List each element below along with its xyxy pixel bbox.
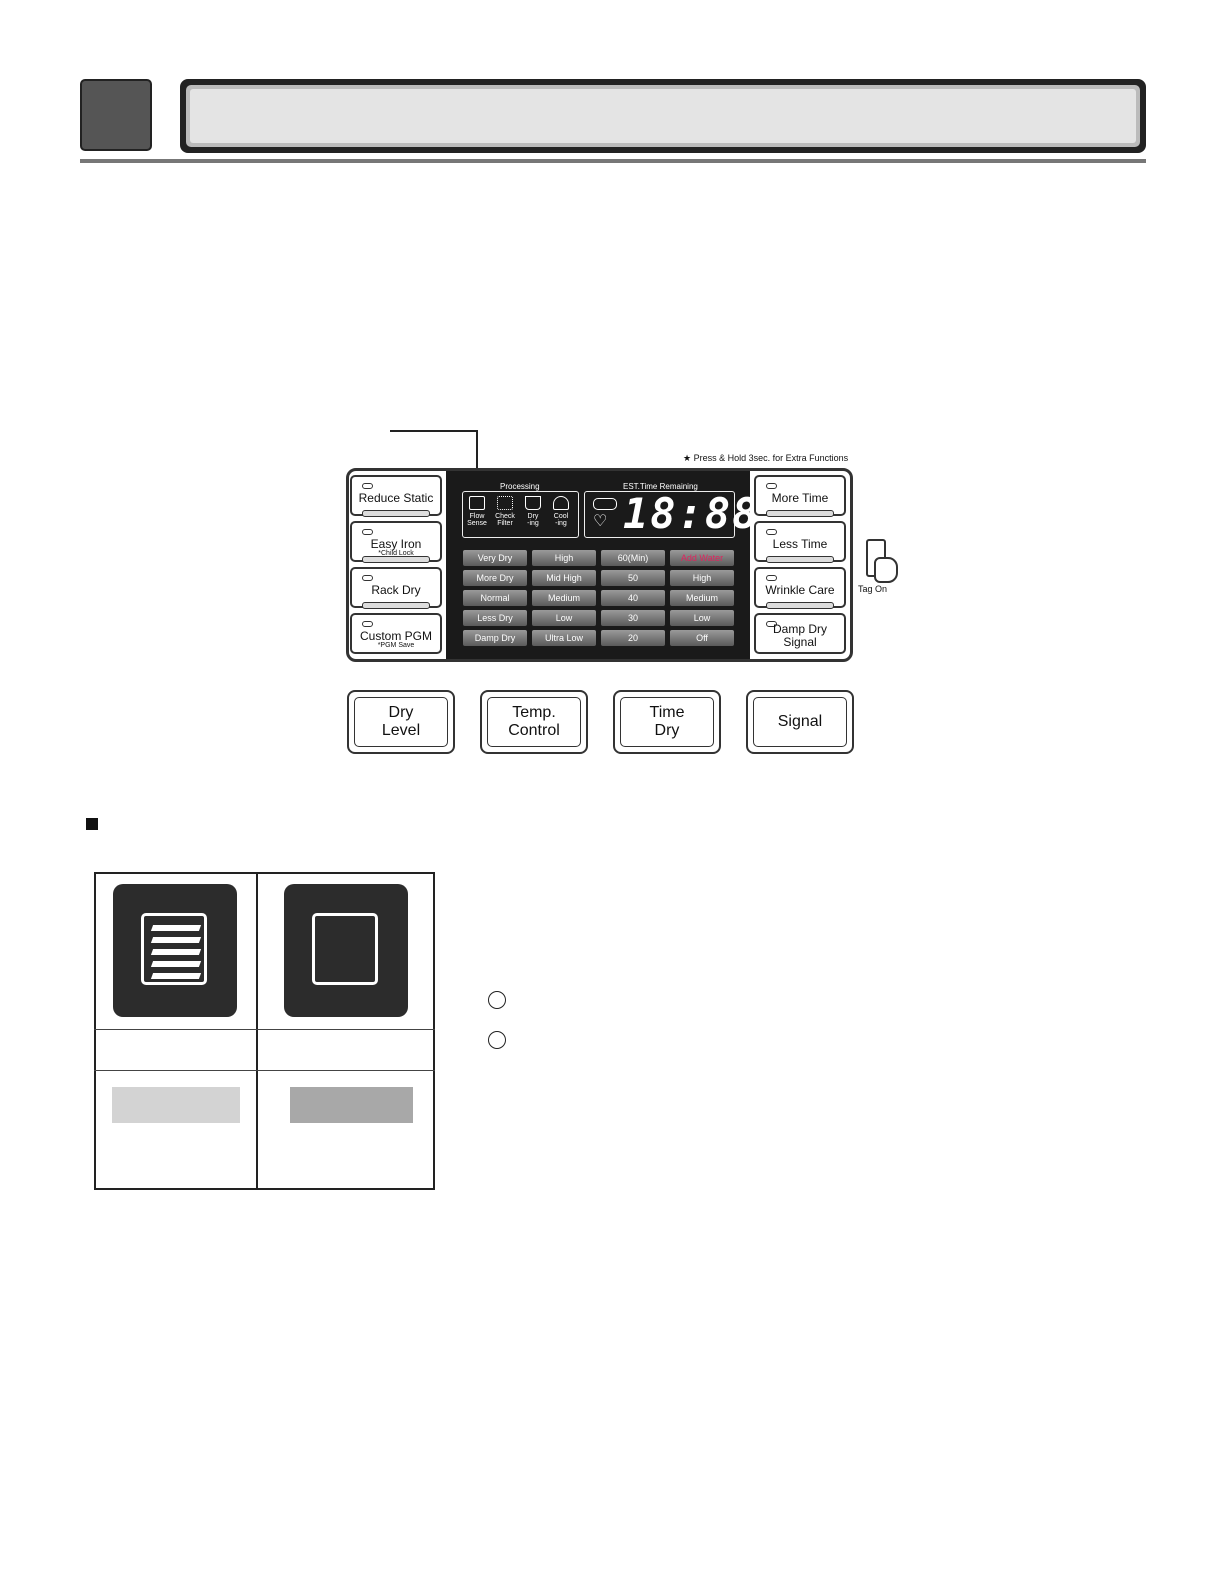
signal-option: Medium [670,590,734,606]
button-label: More Time [771,491,829,505]
button-label: Custom PGM [359,629,432,643]
time-digits: 18:88 [623,489,760,538]
dry-level-option: Very Dry [463,550,527,566]
time-option: 20 [601,630,665,646]
dark-gray-swatch [290,1087,413,1123]
time-option: 60(Min) [601,550,665,566]
section-number-box [80,79,152,151]
indicator-led [766,621,777,627]
indicator-led [766,483,777,489]
indicator-led [362,621,373,627]
button-label-line2: Level [381,722,421,739]
button-label: Rack Dry [371,583,421,597]
button-label: Reduce Static [358,491,434,505]
heart-icon: ♡ [593,513,608,530]
processing-label: Processing [500,482,540,491]
dry-level-option: Less Dry [463,610,527,626]
temp-control-button[interactable]: Temp.Control [480,690,588,754]
dry-level-option: More Dry [463,570,527,586]
table-divider [94,1070,435,1071]
table-divider [94,1029,435,1030]
dry-level-option: Damp Dry [463,630,527,646]
button-label-line2: Dry [654,722,680,739]
indicator-led [362,529,373,535]
button-label-line2: Control [508,722,560,739]
button-sublabel: *Child Lock [378,550,414,557]
list-marker-circle [488,1031,506,1049]
dry-level-option: Normal [463,590,527,606]
temp-option: Low [532,610,596,626]
wrinkle-care-button[interactable]: Wrinkle Care [754,567,846,609]
signal-button[interactable]: Signal [746,690,854,754]
button-label: Easy Iron [370,537,422,551]
option-grid: Very Dry More Dry Normal Less Dry Damp D… [463,550,735,654]
hand-icon [874,557,898,583]
section-title-bar [180,79,1146,153]
flow-sense-on-icon [113,884,237,1017]
est-time-label: EST.Time Remaining [623,482,698,491]
section-bullet [86,818,98,830]
press-hold-note: ★ Press & Hold 3sec. for Extra Functions [683,453,849,463]
button-label: Damp Dry [772,622,827,636]
indicator-led [766,575,777,581]
indicator-led [362,575,373,581]
button-label: Wrinkle Care [765,583,835,597]
wifi-icon [593,498,617,510]
list-marker-circle [488,991,506,1009]
signal-option: Off [670,630,734,646]
button-label: Signal [777,713,823,730]
light-gray-swatch [112,1087,240,1123]
button-label: Time [649,704,685,721]
leader-line-vertical [476,430,478,482]
icon-comparison-table [94,872,435,1190]
cool-ing-icon: Cool-ing [547,496,575,527]
reduce-static-button[interactable]: Reduce Static [350,475,442,517]
button-label-line2: Signal [783,635,817,649]
button-label: Less Time [772,537,828,551]
less-time-button[interactable]: Less Time [754,521,846,563]
temp-option: Ultra Low [532,630,596,646]
leader-line [390,430,478,432]
time-display: ♡ 18:88 [584,491,757,538]
temp-option: Mid High [532,570,596,586]
time-option: 40 [601,590,665,606]
signal-option: High [670,570,734,586]
dry-ing-icon: Dry-ing [519,496,547,527]
header-divider [80,159,1146,163]
indicator-led [362,483,373,489]
flow-sense-off-icon [284,884,408,1017]
indicator-led [766,529,777,535]
rack-dry-button[interactable]: Rack Dry [350,567,442,609]
tag-on-label: Tag On [858,584,888,594]
time-option: 30 [601,610,665,626]
button-sublabel: *PGM Save [377,642,415,649]
table-divider [256,872,258,1190]
easy-iron-button[interactable]: Easy Iron *Child Lock [350,521,442,563]
damp-dry-signal-button[interactable]: Damp Dry Signal [754,613,846,654]
button-label: Dry [388,704,414,721]
custom-pgm-button[interactable]: Custom PGM *PGM Save [350,613,442,654]
signal-option: Low [670,610,734,626]
temp-option: Medium [532,590,596,606]
more-time-button[interactable]: More Time [754,475,846,517]
button-label: Temp. [512,704,556,721]
temp-option: High [532,550,596,566]
time-option: 50 [601,570,665,586]
signal-option-add-water: Add Water [670,550,734,566]
